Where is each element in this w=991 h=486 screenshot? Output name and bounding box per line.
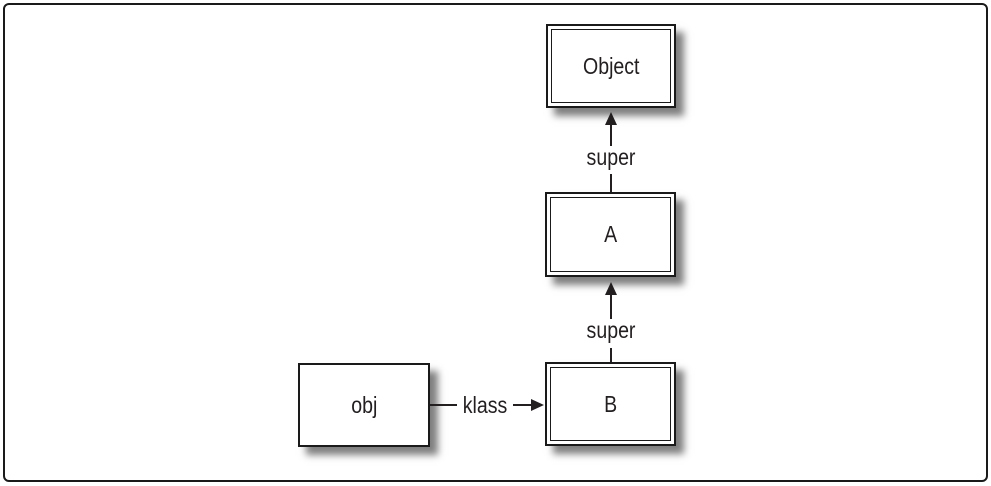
class-box-a: A (545, 192, 676, 277)
object-box-obj-label: obj (350, 391, 378, 418)
arrow-line-super-lower (610, 295, 612, 320)
arrow-line-klass (430, 404, 457, 406)
arrow-line-klass (513, 404, 532, 406)
arrow-line-super-upper (610, 174, 612, 192)
class-box-b: B (545, 362, 676, 446)
arrowhead-right-icon (531, 399, 544, 411)
class-box-object-label: Object (582, 52, 640, 79)
arrowhead-up-icon (605, 112, 617, 125)
class-box-a-label: A (603, 221, 618, 247)
object-box-obj: obj (298, 363, 430, 447)
arrow-label-klass: klass (461, 392, 509, 418)
arrow-line-super-lower (610, 348, 612, 362)
arrow-label-super-upper: super (584, 144, 638, 170)
arrow-line-super-upper (610, 125, 612, 148)
arrow-label-super-lower: super (584, 317, 638, 343)
class-box-object: Object (546, 24, 676, 108)
class-box-b-label: B (603, 390, 618, 417)
arrowhead-up-icon (605, 282, 617, 295)
